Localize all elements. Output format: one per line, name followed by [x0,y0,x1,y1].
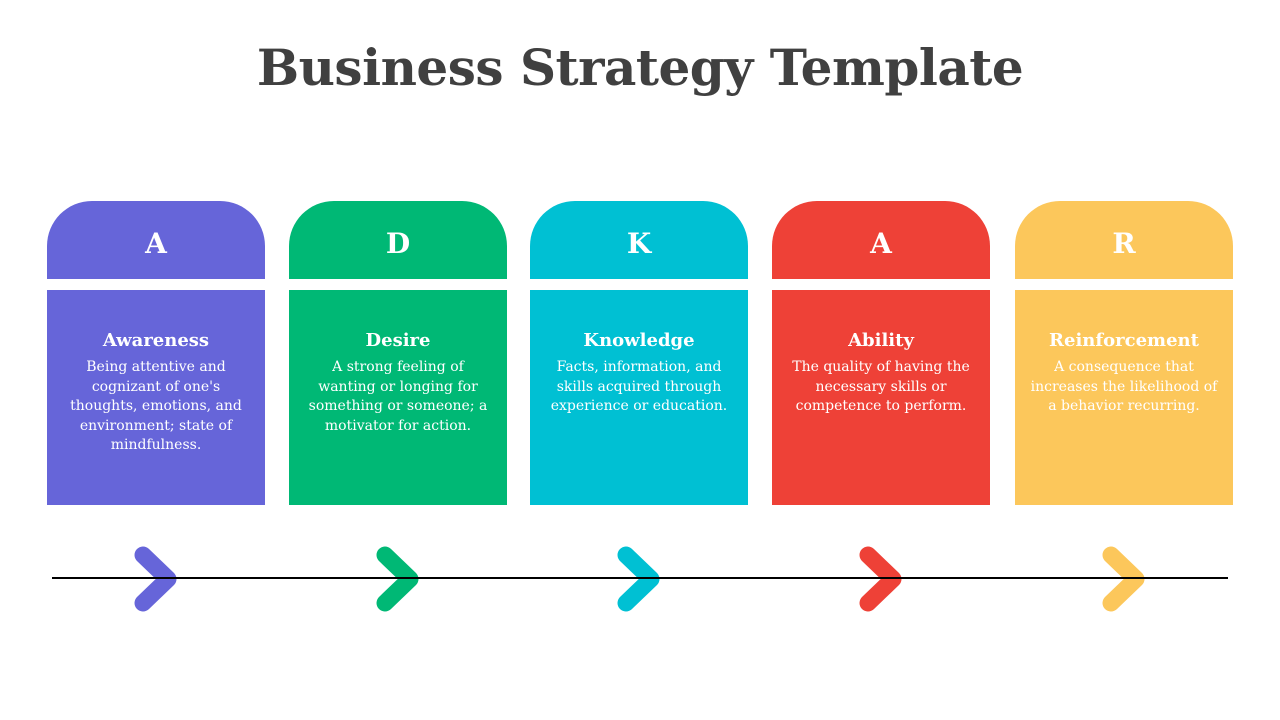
step-letter: A [870,226,892,260]
step-card: Reinforcement A consequence that increas… [1015,290,1233,505]
step-letter-tab: A [47,201,265,279]
step-letter-tab: A [772,201,990,279]
step-letter-tab: K [530,201,748,279]
step-description: The quality of having the necessary skil… [792,359,970,414]
step-letter: R [1112,226,1136,260]
step-description: Facts, information, and skills acquired … [550,359,728,414]
step-description: A consequence that increases the likelih… [1030,359,1218,414]
step-card: Knowledge Facts, information, and skills… [530,290,748,505]
chevron-right-icon [859,546,902,612]
chevron-right-icon [617,546,660,612]
step-letter: K [626,226,652,260]
step-card: Awareness Being attentive and cognizant … [47,290,265,505]
step-card: Desire A strong feeling of wanting or lo… [289,290,507,505]
step-heading: Ability [848,330,914,351]
step-card: Ability The quality of having the necess… [772,290,990,505]
chevron-right-icon [1102,546,1145,612]
timeline-line [52,577,1228,579]
chevron-right-icon [376,546,419,612]
step-description: Being attentive and cognizant of one's t… [70,359,242,453]
step-heading: Knowledge [583,330,695,351]
step-heading: Desire [365,330,431,351]
step-letter-tab: R [1015,201,1233,279]
step-letter-tab: D [289,201,507,279]
page-title: Business Strategy Template [256,38,1024,97]
step-description: A strong feeling of wanting or longing f… [308,359,488,434]
step-letter: D [385,226,411,260]
step-letter: A [145,226,167,260]
step-heading: Awareness [102,330,210,351]
chevron-right-icon [134,546,177,612]
step-heading: Reinforcement [1049,330,1199,351]
